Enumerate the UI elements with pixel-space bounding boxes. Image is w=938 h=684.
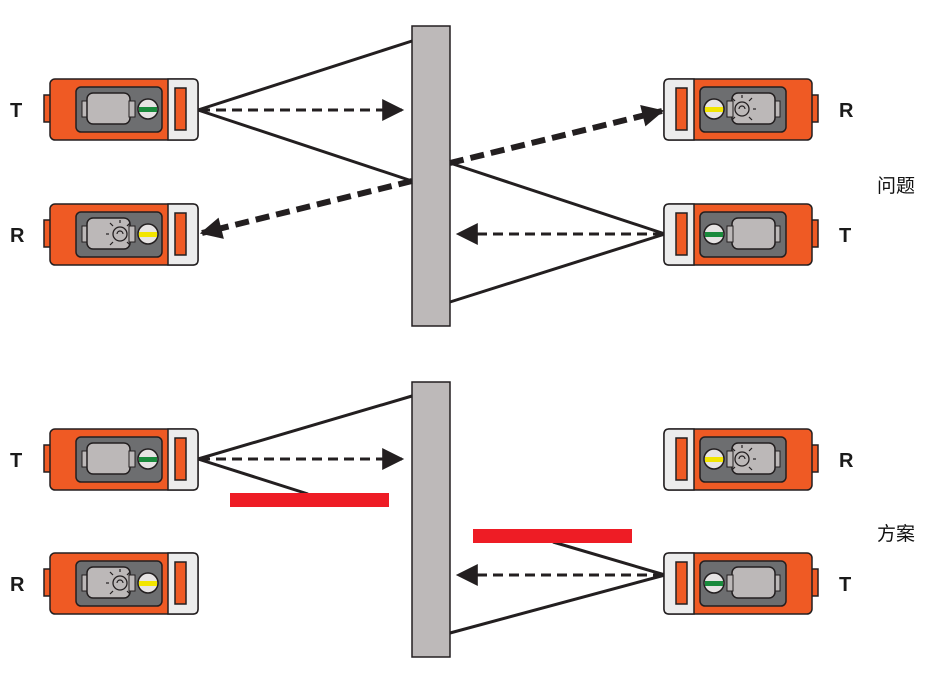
indicator-window xyxy=(675,561,688,605)
receiver-sensor xyxy=(43,552,199,615)
transmitter-sensor xyxy=(663,552,819,615)
receiver-indicator-stripe xyxy=(705,457,723,462)
sensor-role-label: T xyxy=(10,100,22,122)
beam-edge xyxy=(552,540,666,577)
receiver-indicator-stripe xyxy=(139,581,157,586)
sensor-role-label: T xyxy=(839,574,851,596)
emitter-indicator-stripe xyxy=(705,581,723,586)
receiver-eye-icon xyxy=(731,445,756,471)
lens-housing xyxy=(86,442,131,475)
beam-edge xyxy=(197,394,413,461)
receiver-eye-icon xyxy=(106,569,131,595)
lens-housing xyxy=(86,92,131,125)
beam-edge xyxy=(197,108,413,183)
receiver-sensor xyxy=(43,203,199,266)
sensor-role-label: R xyxy=(10,574,25,596)
beam-edge xyxy=(197,457,309,496)
lens-housing xyxy=(731,217,776,250)
beam-edge xyxy=(449,161,666,236)
sensor-role-label: R xyxy=(10,225,25,247)
reflective-wall xyxy=(411,25,451,327)
light-blocker xyxy=(230,493,389,507)
beam-edge xyxy=(449,573,666,635)
indicator-window xyxy=(675,87,688,131)
indicator-window xyxy=(174,212,187,256)
caption-solution: 方案 xyxy=(877,523,915,545)
emitter-indicator-stripe xyxy=(139,107,157,112)
emitter-indicator-stripe xyxy=(705,232,723,237)
caption-problem: 问题 xyxy=(877,175,915,197)
lens-housing xyxy=(731,566,776,599)
receiver-indicator-stripe xyxy=(139,232,157,237)
sensors: T R R T T R R T xyxy=(10,78,854,615)
indicator-window xyxy=(174,437,187,481)
light-blocker xyxy=(473,529,632,543)
receiver-sensor xyxy=(663,428,819,491)
indicator-window xyxy=(174,87,187,131)
receiver-indicator-stripe xyxy=(705,107,723,112)
indicator-window xyxy=(675,212,688,256)
indicator-window xyxy=(675,437,688,481)
receiver-eye-icon xyxy=(106,220,131,246)
sensor-role-label: T xyxy=(839,225,851,247)
beam-edge xyxy=(449,232,666,304)
beam-edge xyxy=(197,39,413,112)
receiver-sensor xyxy=(663,78,819,141)
sensor-role-label: T xyxy=(10,450,22,472)
receiver-eye-icon xyxy=(731,95,756,121)
transmitter-sensor xyxy=(43,78,199,141)
panel-problem: 问题 xyxy=(197,25,915,327)
sensor-role-label: R xyxy=(839,450,854,472)
panel-solution: 方案 xyxy=(197,381,915,658)
indicator-window xyxy=(174,561,187,605)
transmitter-sensor xyxy=(43,428,199,491)
crosstalk-reflection-arrow xyxy=(449,105,665,166)
transmitter-sensor xyxy=(663,203,819,266)
emitter-indicator-stripe xyxy=(139,457,157,462)
sensor-role-label: R xyxy=(839,100,854,122)
reflective-wall xyxy=(411,381,451,658)
crosstalk-reflection-arrow xyxy=(199,178,413,239)
